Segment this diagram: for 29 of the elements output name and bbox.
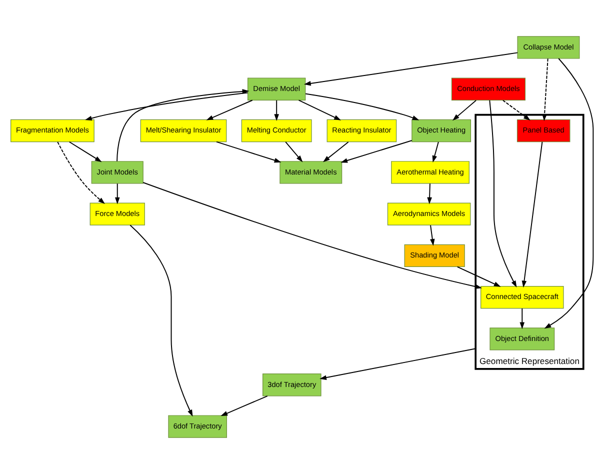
arrow [130, 224, 193, 417]
arrow [430, 224, 435, 246]
arrow [57, 141, 105, 204]
arrow [285, 142, 303, 162]
arrow [489, 100, 517, 288]
arrow [206, 100, 253, 120]
arrow [116, 89, 250, 162]
arrow [522, 141, 543, 288]
arrow [305, 93, 420, 120]
arrow [456, 266, 501, 287]
arrow [502, 100, 530, 120]
arrow [542, 58, 548, 122]
arrow [340, 140, 412, 163]
arrow [142, 182, 482, 289]
arrow [216, 141, 282, 163]
arrow [220, 396, 268, 416]
arrow [274, 100, 279, 121]
arrow [320, 348, 476, 380]
arrow [84, 92, 248, 121]
arrow [452, 100, 477, 121]
arrow [304, 52, 518, 86]
arrow [322, 142, 349, 162]
arrow [520, 308, 525, 330]
arrow [68, 141, 102, 162]
arrow [114, 183, 120, 204]
arrow [298, 100, 342, 120]
arrow [432, 142, 439, 163]
arrow [544, 58, 594, 329]
arrow [427, 183, 432, 204]
